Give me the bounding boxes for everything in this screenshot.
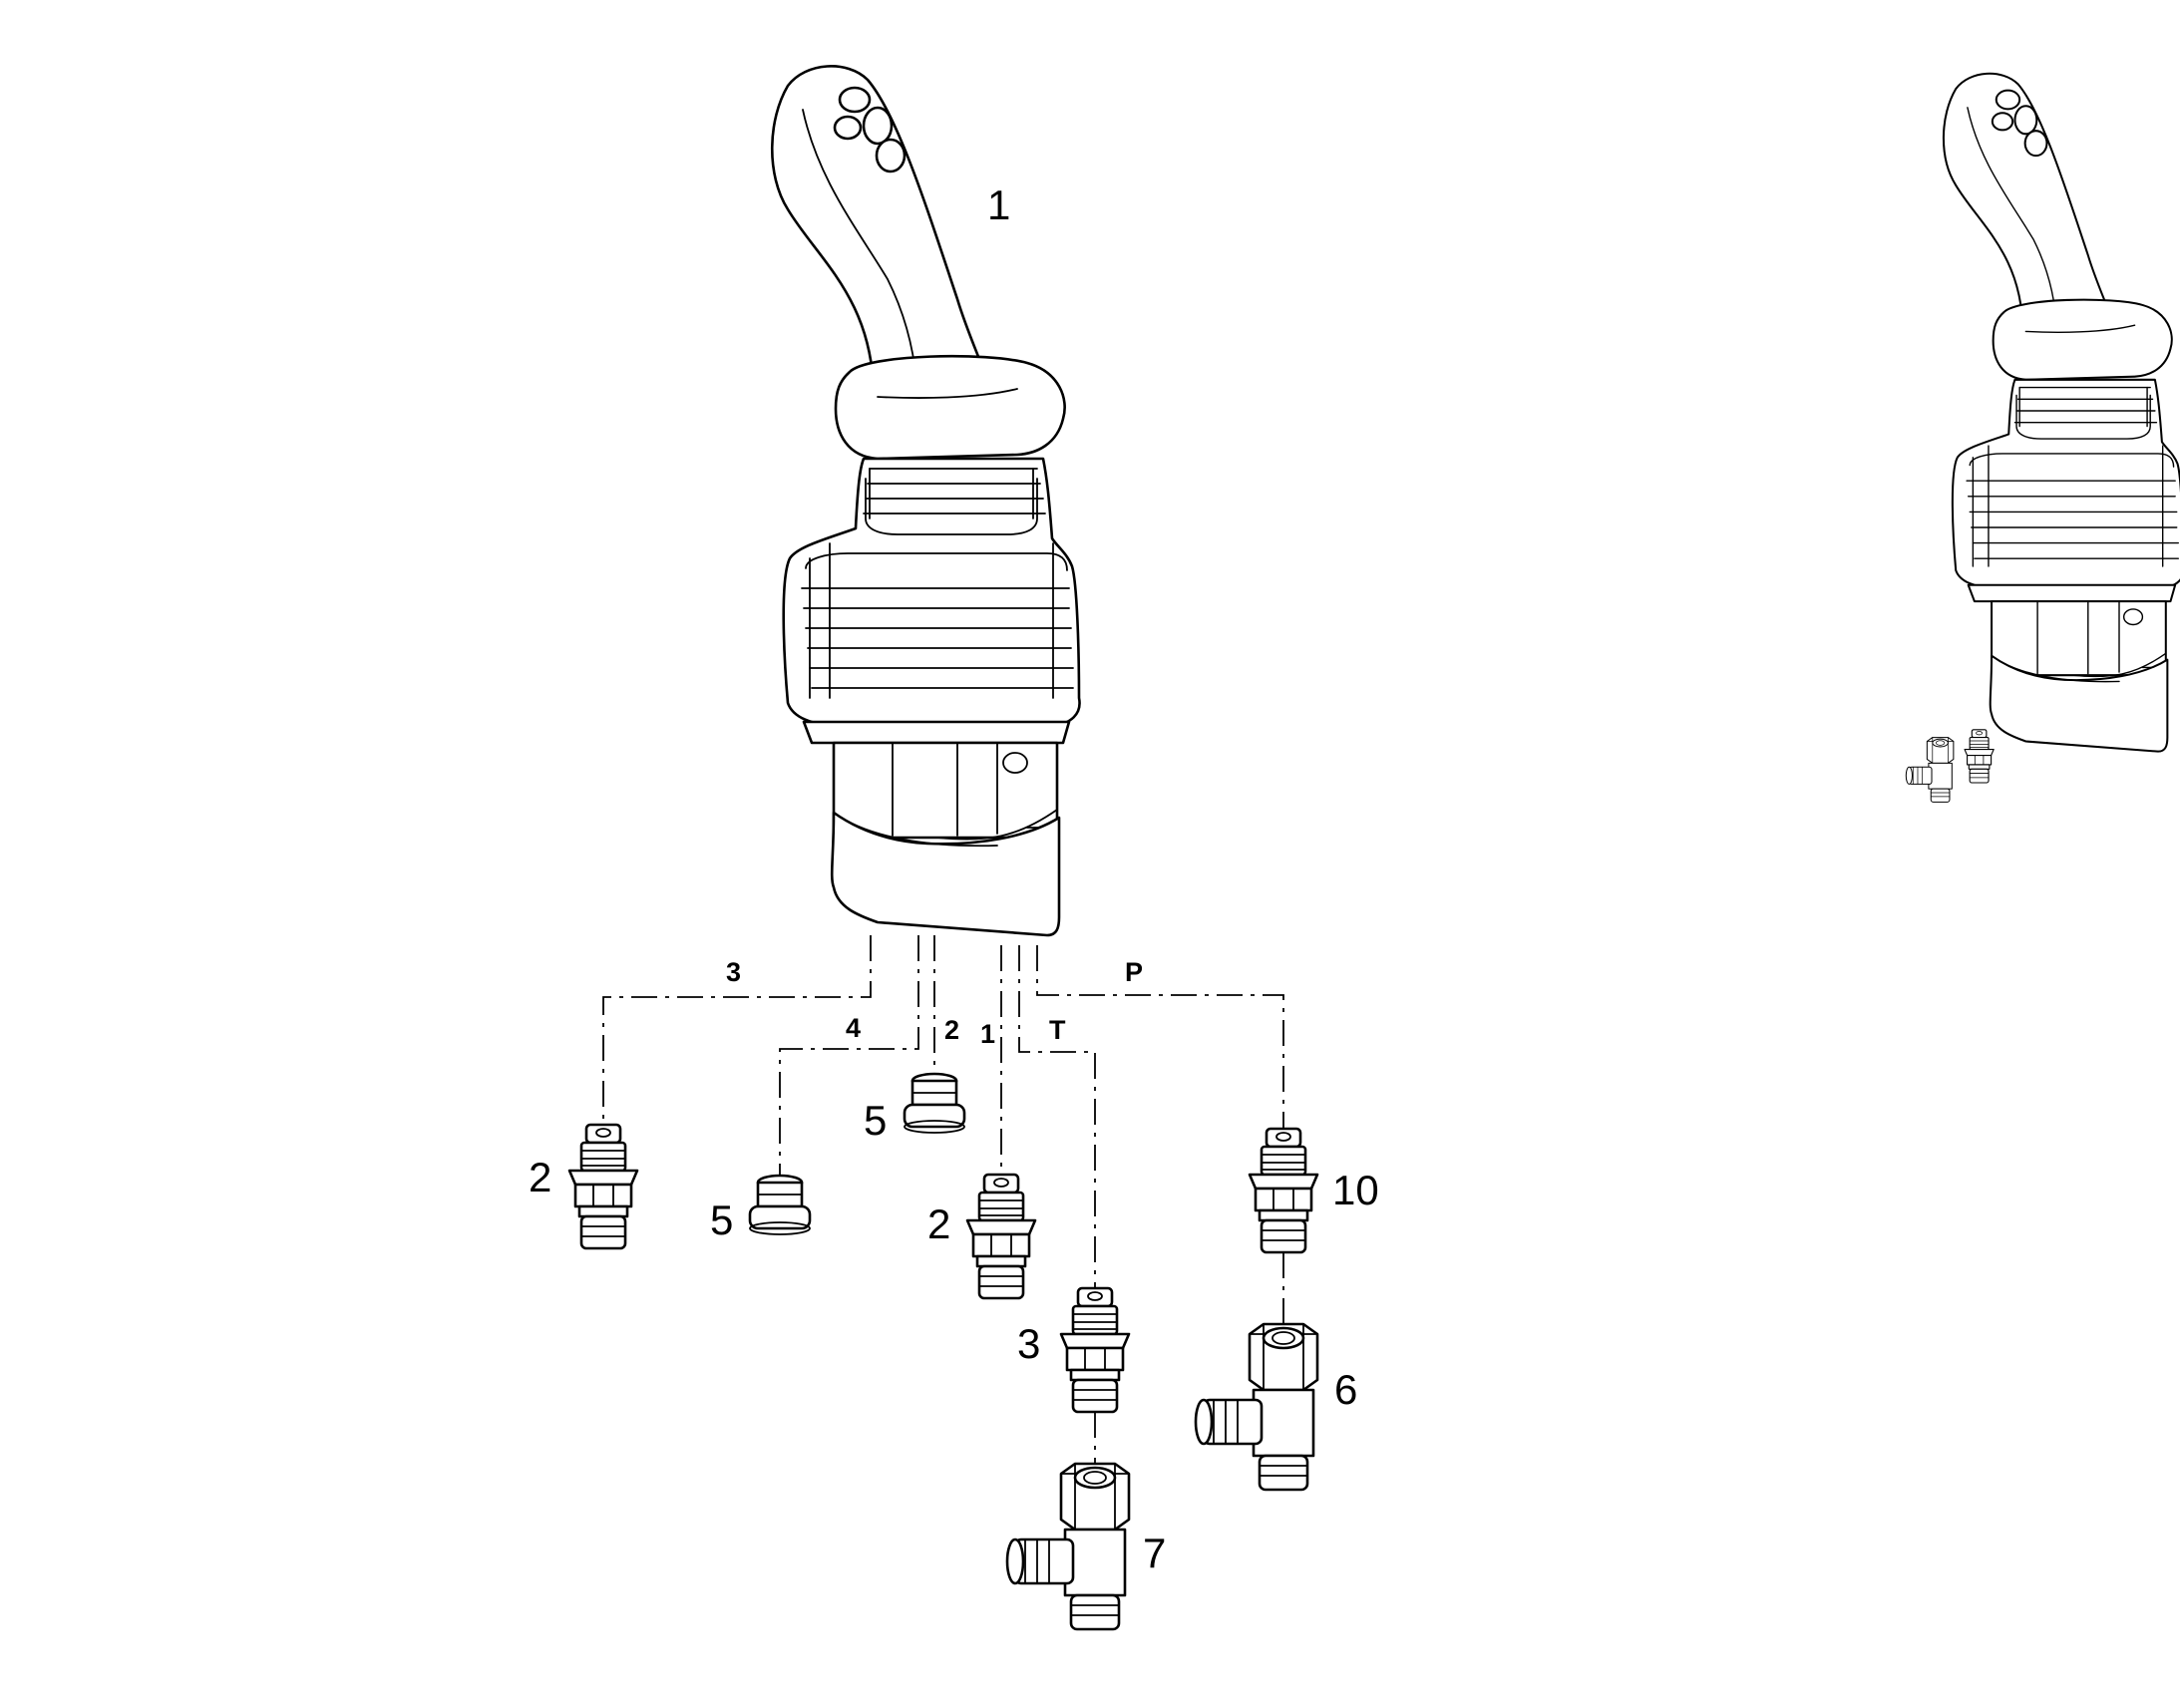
callout-tee-P: 6 [1334, 1366, 1357, 1413]
joystick-assembly [770, 65, 1081, 937]
reference-view [1905, 72, 2180, 803]
callout-fitting-portT: 3 [1017, 1320, 1040, 1367]
callout-fitting-port3: 2 [529, 1154, 551, 1200]
callout-plug-port2: 5 [864, 1097, 887, 1144]
callout-fitting-portP: 10 [1332, 1167, 1379, 1213]
fitting-port1 [965, 1173, 1037, 1300]
tee-connector-T [1005, 1462, 1131, 1631]
port-label-2: 2 [944, 1015, 959, 1045]
port-label-T: T [1049, 1015, 1066, 1045]
fitting-port3 [567, 1123, 639, 1250]
port-label-1: 1 [980, 1019, 995, 1049]
fitting-portP [1248, 1127, 1319, 1254]
port-label-4: 4 [846, 1013, 861, 1043]
plug-port2 [903, 1072, 966, 1135]
callout-plug-port4: 5 [710, 1196, 733, 1243]
callout-fitting-port1: 2 [927, 1200, 950, 1247]
port-label-P: P [1125, 957, 1143, 987]
port-label-3: 3 [726, 957, 741, 987]
callout-joystick: 1 [987, 181, 1010, 228]
plug-port4 [748, 1174, 812, 1236]
callout-tee-T: 7 [1143, 1530, 1166, 1576]
leader-lines [602, 935, 1284, 1464]
fitting-portT [1059, 1286, 1131, 1414]
tee-connector-P [1194, 1322, 1319, 1492]
